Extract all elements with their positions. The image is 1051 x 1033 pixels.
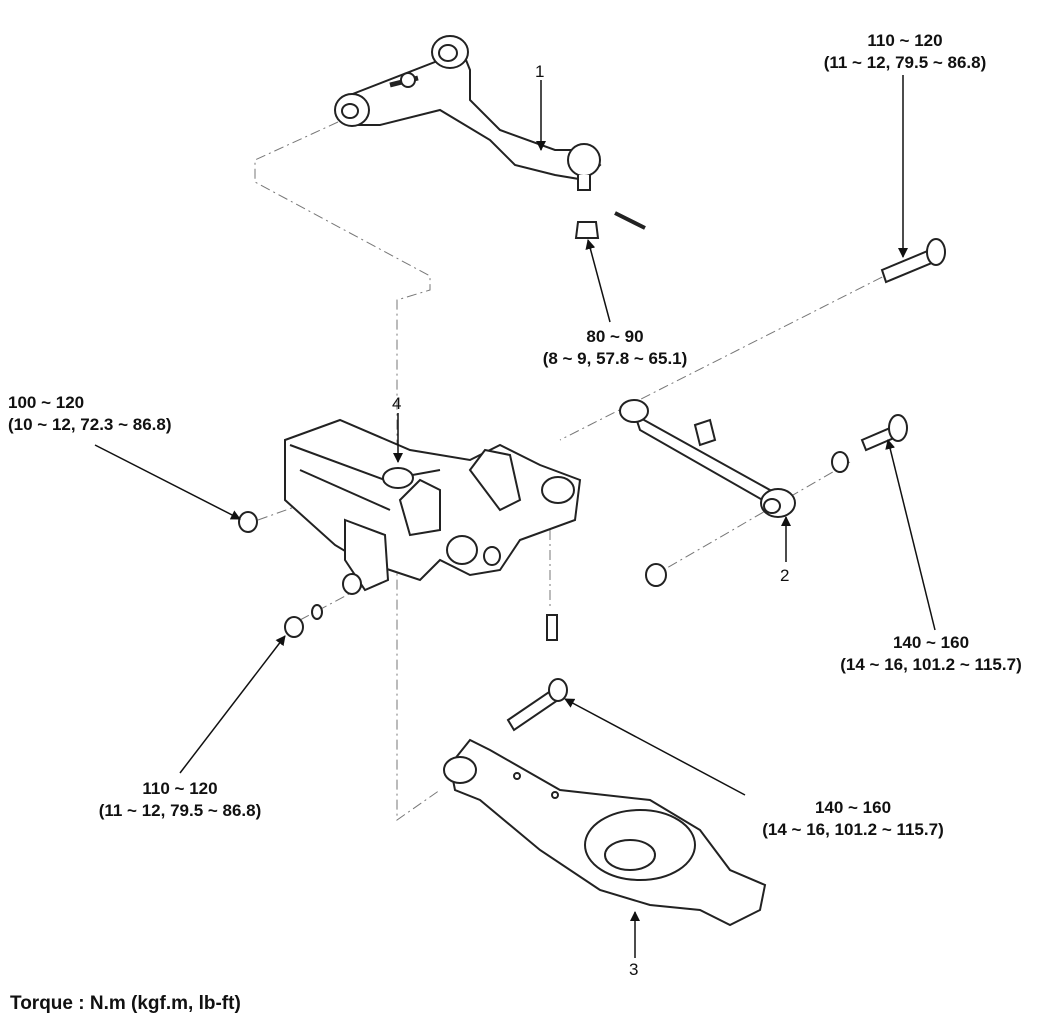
leader-t2 (585, 239, 611, 323)
part-number-1: 1 (535, 62, 545, 81)
torque-kgf-lbft: (11 ~ 12, 79.5 ~ 86.8) (823, 53, 987, 72)
lateral-arm (619, 399, 796, 518)
torque-kgf-lbft: (8 ~ 9, 57.8 ~ 65.1) (542, 349, 688, 368)
torque-nm: 80 ~ 90 (586, 327, 644, 346)
bolt-140-160-upper (860, 414, 908, 452)
torque-nm: 110 ~ 120 (867, 31, 943, 50)
nut-lateral-arm (645, 563, 667, 587)
leader-t4 (885, 439, 936, 631)
alignment-line-left-nut (257, 504, 301, 521)
torque-kgf-lbft: (10 ~ 12, 72.3 ~ 86.8) (8, 415, 172, 434)
alignment-line-lateral-arm (559, 267, 901, 441)
nut-left-lower (284, 604, 323, 638)
part-number-3: 3 (629, 960, 639, 979)
part-number-2: 2 (780, 566, 790, 585)
upper-control-arm (334, 35, 602, 191)
torque-kgf-lbft: (14 ~ 16, 101.2 ~ 115.7) (762, 820, 944, 839)
torque-kgf-lbft: (14 ~ 16, 101.2 ~ 115.7) (840, 655, 1022, 674)
alignment-line-upper-arm (254, 121, 441, 821)
nut-left-upper (238, 511, 258, 533)
torque-nm: 110 ~ 120 (142, 779, 218, 798)
washer-lateral-arm (831, 451, 849, 473)
cotter-pin (614, 211, 646, 230)
alignment-line-bolt-2 (659, 461, 851, 573)
part-number-4: 4 (392, 394, 402, 413)
torque-label-subframe-lower-nut: 110 ~ 120 (11 ~ 12, 79.5 ~ 86.8) (75, 778, 285, 822)
torque-nm: 140 ~ 160 (892, 633, 970, 652)
torque-units-note: Torque : N.m (kgf.m, lb-ft) (10, 993, 241, 1014)
castle-nut-upper (574, 221, 600, 239)
washer-left (342, 573, 362, 595)
torque-label-lower-arm-bolt: 140 ~ 160 (14 ~ 16, 101.2 ~ 115.7) (738, 797, 968, 841)
torque-label-upper-arm-bolt: 110 ~ 120 (11 ~ 12, 79.5 ~ 86.8) (800, 30, 1010, 74)
torque-nm: 100 ~ 120 (8, 393, 85, 412)
torque-label-ball-joint-nut: 80 ~ 90 (8 ~ 9, 57.8 ~ 65.1) (520, 326, 710, 370)
bolt-lower-arm (506, 678, 568, 732)
torque-label-subframe-nut: 100 ~ 120 (10 ~ 12, 72.3 ~ 86.8) (8, 392, 218, 436)
bolt-subframe-rear (546, 614, 558, 641)
bolt-lateral-arm (880, 238, 946, 284)
leader-t3 (94, 444, 241, 520)
torque-nm: 140 ~ 160 (814, 798, 892, 817)
lower-control-arm (443, 738, 767, 927)
leader-t5 (179, 635, 286, 774)
leader-t6 (564, 698, 746, 796)
crossmember-subframe (284, 418, 582, 592)
torque-label-lateral-arm-bolt: 140 ~ 160 (14 ~ 16, 101.2 ~ 115.7) (816, 632, 1046, 676)
torque-kgf-lbft: (11 ~ 12, 79.5 ~ 86.8) (98, 801, 262, 820)
